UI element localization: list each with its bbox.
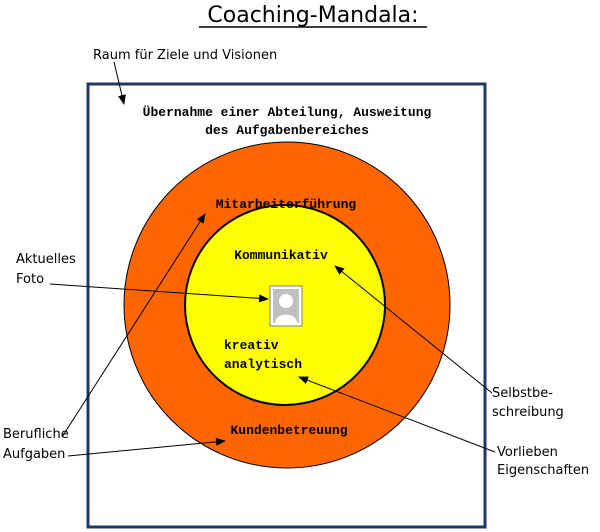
- page-title: Coaching-Mandala:: [207, 3, 418, 28]
- arrow-tasks-ring: [61, 213, 206, 438]
- annotation-self-line2: schreibung: [492, 405, 564, 420]
- annotation-photo-line1: Aktuelles: [16, 252, 76, 267]
- arrow-frame-label: [113, 61, 126, 105]
- annotation-photo-line2: Foto: [16, 272, 44, 287]
- annotation-preferences-line1: Vorlieben: [497, 445, 558, 460]
- outer-ring-top-label: Mitarbeiterführung: [216, 197, 357, 212]
- arrow-self-description: [334, 265, 493, 394]
- arrow-tasks-customer: [67, 437, 226, 457]
- inner-circle-top-label: Kommunikativ: [234, 248, 328, 263]
- annotation-tasks-line2: Aufgaben: [3, 447, 65, 462]
- annotation-tasks-line1: Berufliche: [3, 427, 69, 442]
- vision-text-line2: des Aufgabenbereiches: [205, 123, 369, 138]
- outer-ring-bottom-label: Kundenbetreuung: [230, 423, 347, 438]
- annotation-preferences-line2: Eigenschaften: [497, 463, 589, 478]
- arrow-preferences: [298, 376, 496, 453]
- arrow-photo: [49, 283, 269, 303]
- annotation-self-line1: Selbstbe-: [492, 386, 553, 401]
- inner-circle-line1: kreativ: [224, 338, 279, 353]
- inner-circle-line2: analytisch: [224, 357, 302, 372]
- frame-label: Raum für Ziele und Visionen: [93, 48, 277, 63]
- vision-text-line1: Übernahme einer Abteilung, Ausweitung: [143, 104, 432, 120]
- photo-icon: [269, 285, 303, 327]
